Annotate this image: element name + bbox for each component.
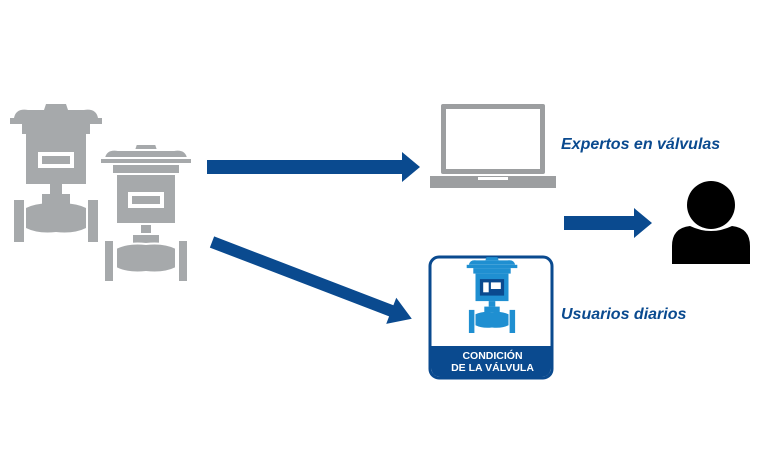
daily-users-label: Usuarios diarios [561,306,687,323]
user-icon [672,181,750,264]
control-valve-icon [99,143,193,283]
laptop-icon [430,104,556,188]
valve-condition-app-icon [428,255,554,380]
arrow-icon [209,236,412,324]
arrow-icon [564,208,652,238]
control-valve-icon [10,104,102,242]
app-caption-line1: CONDICIÓN [462,350,523,362]
experts-label: Expertos en válvulas [561,136,721,153]
arrow-icon [207,152,420,182]
app-caption-line2: DE LA VÁLVULA [451,362,534,374]
